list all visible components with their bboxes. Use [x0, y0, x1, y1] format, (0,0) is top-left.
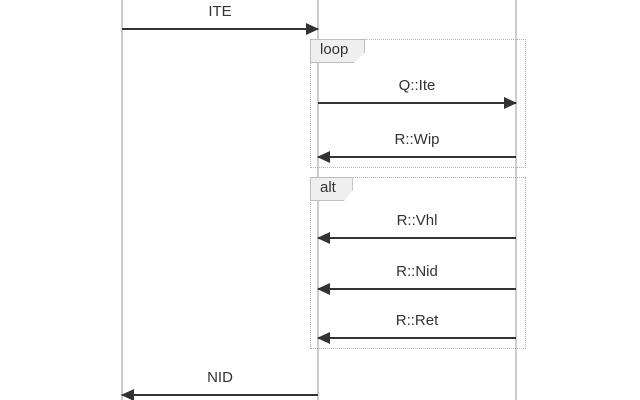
arrow-left-icon: [317, 332, 516, 344]
message-r-vhl: R::Vhl: [317, 211, 516, 244]
arrow-left-icon: [121, 389, 318, 400]
fragment-loop-operator-label: loop: [310, 39, 366, 63]
message-ite: ITE: [122, 2, 319, 35]
message-label: R::Wip: [394, 131, 440, 148]
message-r-wip: R::Wip: [317, 130, 516, 163]
lifeline-left: [121, 0, 123, 400]
message-label: R::Vhl: [396, 212, 438, 229]
message-r-nid: R::Nid: [317, 262, 516, 295]
fragment-alt-operator-label: alt: [310, 177, 353, 201]
fragment-loop: loop: [310, 39, 526, 168]
message-label: R::Ret: [395, 312, 439, 329]
lifeline-right: [515, 0, 517, 400]
arrow-right-icon: [122, 23, 319, 35]
arrow-right-icon: [318, 97, 517, 109]
message-label: ITE: [208, 3, 232, 20]
arrow-left-icon: [317, 232, 516, 244]
message-q-ite: Q::Ite: [318, 76, 517, 109]
fragment-alt: alt: [310, 177, 526, 349]
message-nid: NID: [121, 368, 318, 400]
message-label: Q::Ite: [398, 77, 436, 94]
arrow-left-icon: [317, 283, 516, 295]
message-r-ret: R::Ret: [317, 311, 516, 344]
message-label: NID: [207, 369, 233, 386]
arrow-left-icon: [317, 151, 516, 163]
message-label: R::Nid: [396, 263, 438, 280]
